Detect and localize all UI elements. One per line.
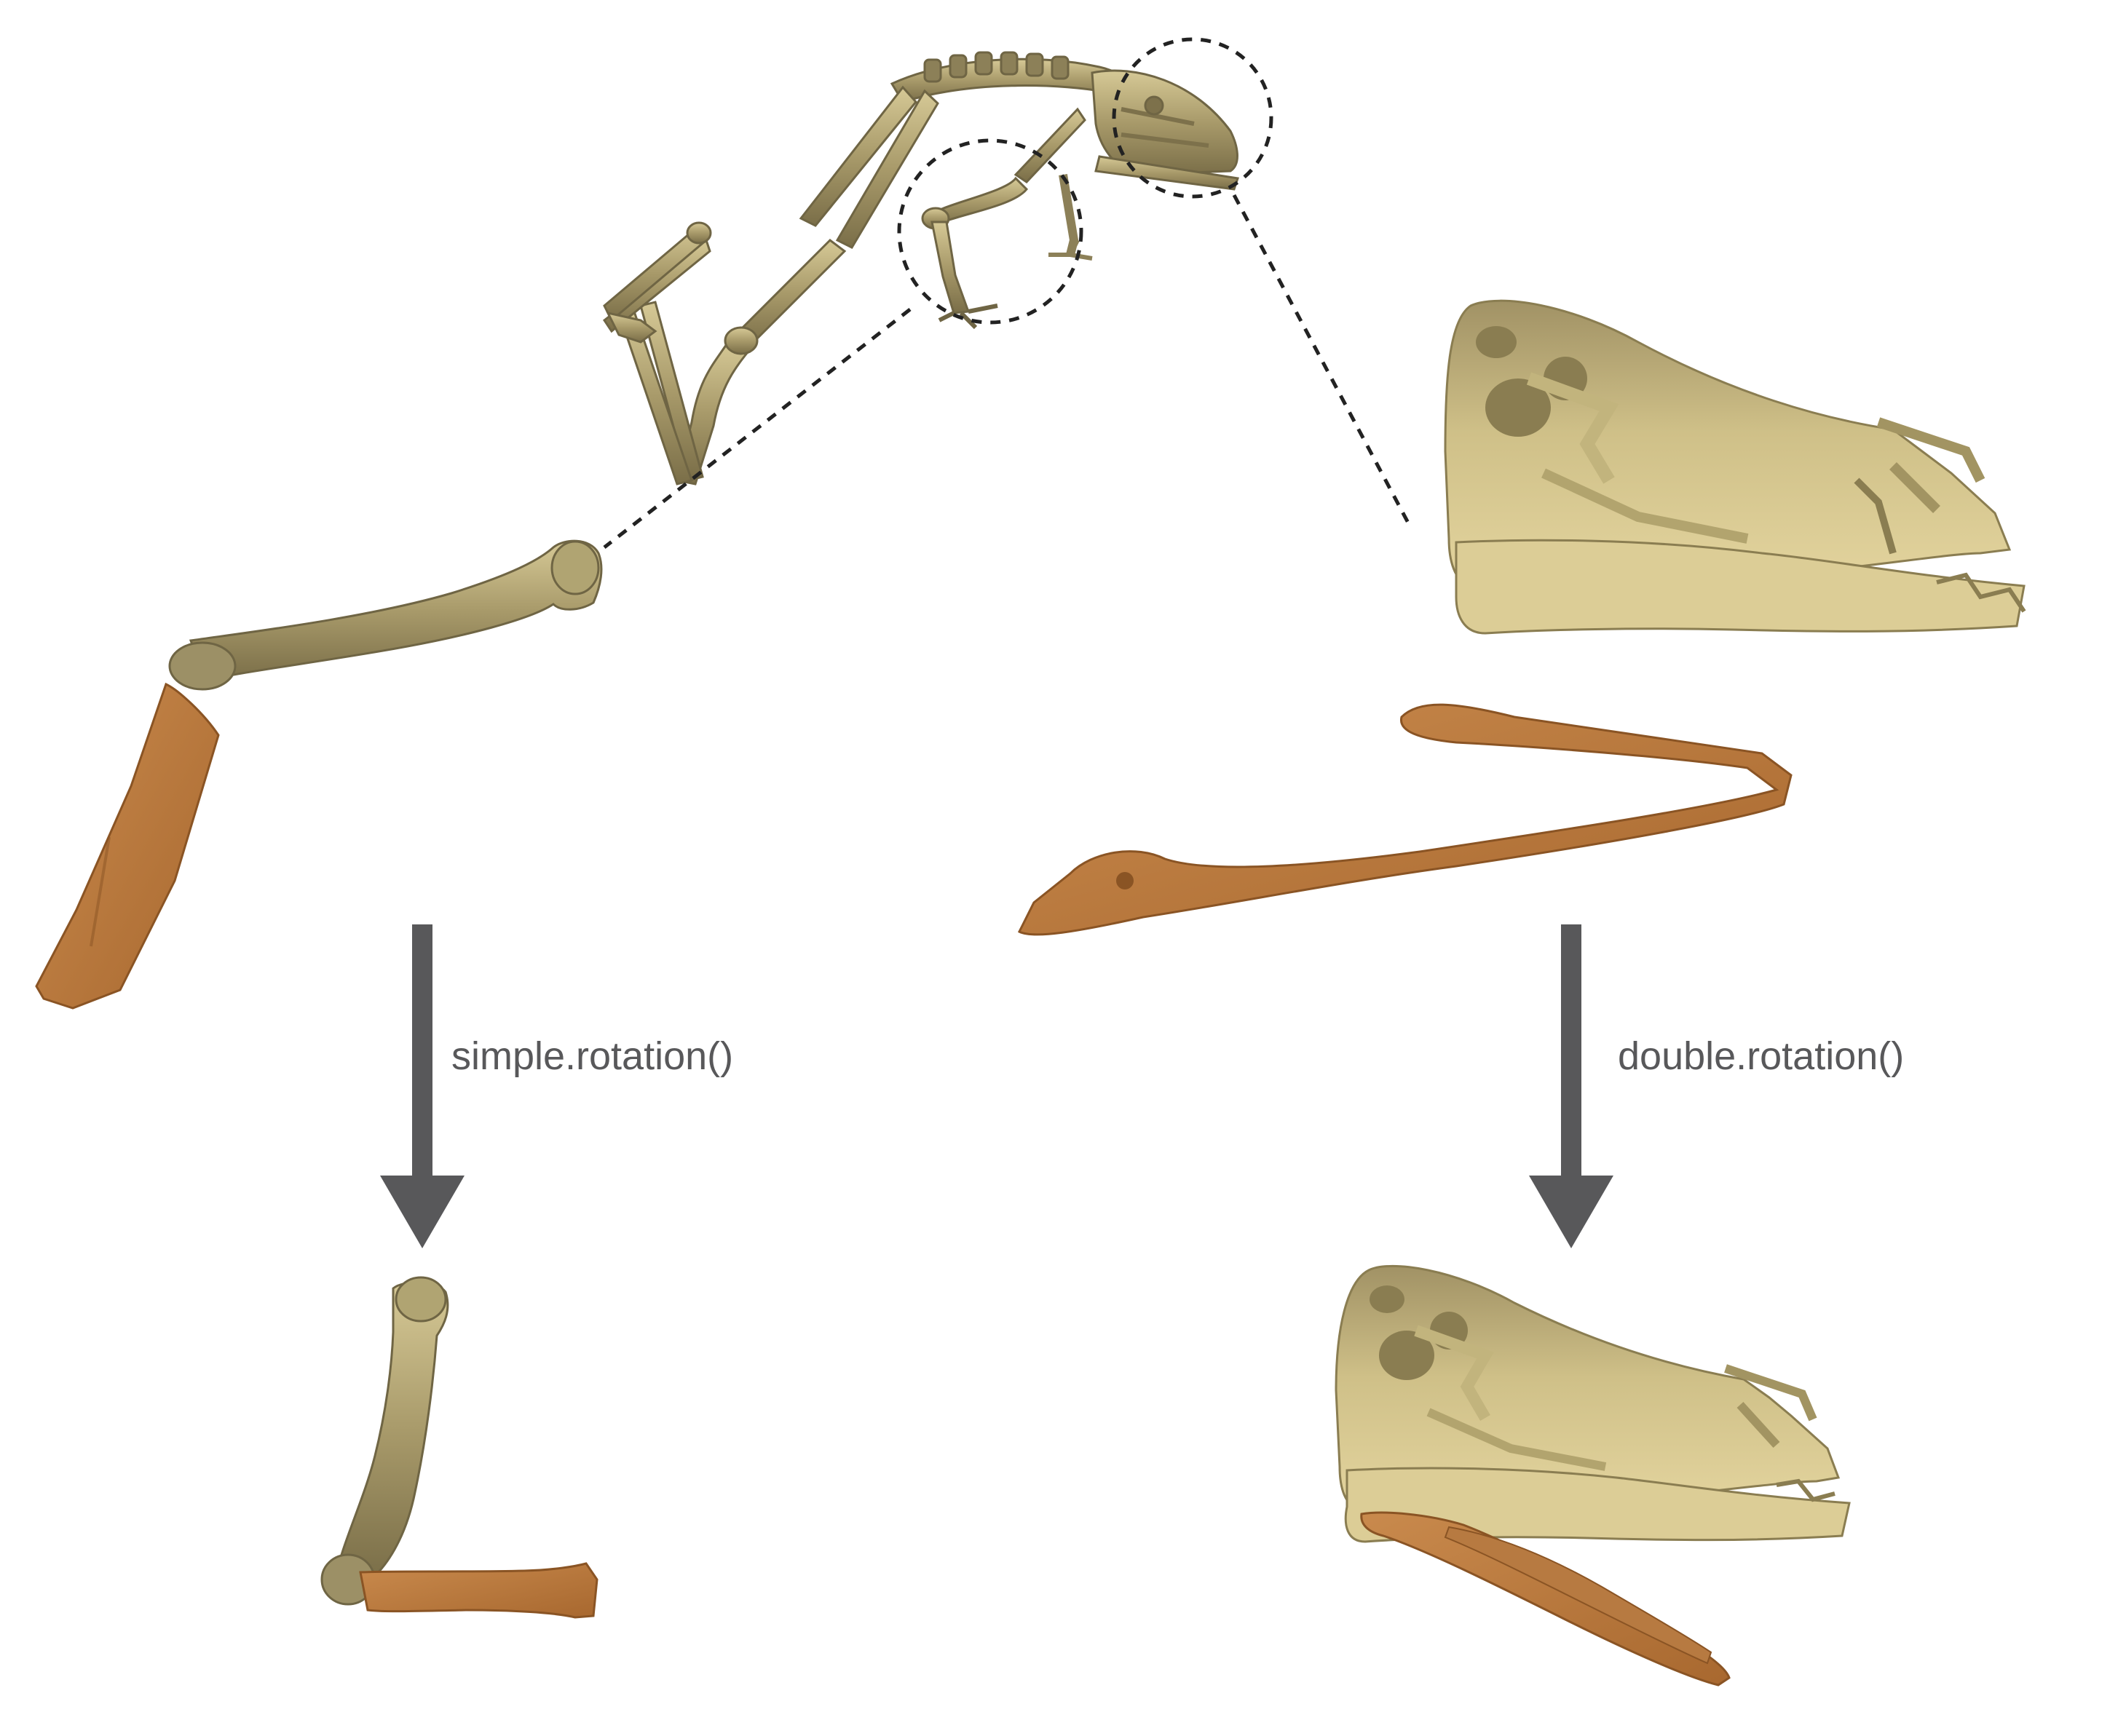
forelimb-connector-line [603,308,912,549]
forelimb-bone-icon [35,539,603,1010]
skull-connector-line [1232,194,1411,526]
forelimb-highlight-circle [897,138,1083,325]
connector-lines [603,194,1411,549]
simple-arrow-shaft [412,924,432,1179]
double-arrow-shaft [1561,924,1581,1179]
simple-rotation-label: simple.rotation() [451,1034,734,1078]
highlight-circles [897,37,1273,325]
arrow-down-icon [1529,924,1613,1248]
mandible-bone-icon [1360,1511,1731,1687]
forelimb-bone-icon [320,1276,598,1619]
double-rotation-label: double.rotation() [1618,1034,1905,1078]
mandible-bone-icon [1017,703,1793,936]
skull-highlight-circle [1112,37,1273,199]
double-arrow-head [1529,1176,1613,1248]
frog-skeleton-icon [602,51,1239,485]
simple-arrow-head [380,1176,465,1248]
skull-icon [1335,1264,1851,1543]
vertebrae [923,51,1070,83]
arrow-down-icon [380,924,465,1248]
skull-icon [1444,299,2026,635]
